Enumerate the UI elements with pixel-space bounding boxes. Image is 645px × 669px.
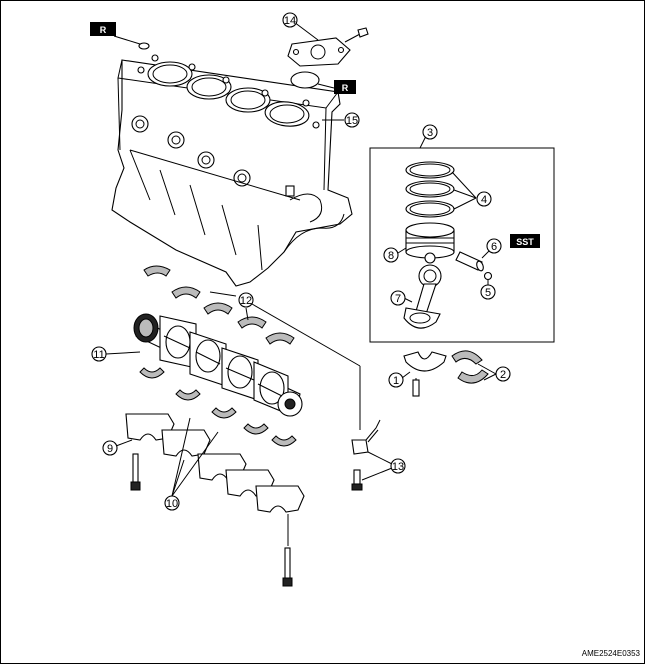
sst-tag-label: SST xyxy=(516,237,534,247)
callout-10: 10 xyxy=(166,498,178,510)
callout-12: 12 xyxy=(240,295,252,307)
oil-jet xyxy=(351,419,381,491)
piston-rings xyxy=(405,161,455,218)
replace-marker-right: R xyxy=(334,80,356,94)
callout-8: 8 xyxy=(388,250,394,262)
main-bearing-upper-halves xyxy=(143,265,295,345)
main-bearing-bolt-short xyxy=(130,453,141,491)
callout-11: 11 xyxy=(93,349,104,361)
callout-15: 15 xyxy=(346,115,358,127)
callout-3: 3 xyxy=(427,127,433,139)
callout-5: 5 xyxy=(485,287,491,299)
callout-2: 2 xyxy=(500,369,506,381)
callout-7: 7 xyxy=(395,293,401,305)
callout-14: 14 xyxy=(284,15,296,27)
replace-tag-label: R xyxy=(342,83,349,93)
cylinder-block xyxy=(111,54,353,287)
snap-ring xyxy=(483,271,493,281)
piston xyxy=(405,222,455,264)
oil-passage-cover xyxy=(287,27,369,67)
callout-4: 4 xyxy=(481,194,487,206)
connecting-rod xyxy=(403,264,442,329)
piston-assembly-box xyxy=(369,147,555,343)
special-tool-marker: SST xyxy=(510,234,540,248)
oring-large xyxy=(290,71,320,89)
replace-tag-label: R xyxy=(100,25,107,35)
connecting-rod-cap xyxy=(403,351,447,397)
callout-9: 9 xyxy=(107,443,113,455)
callout-6: 6 xyxy=(491,241,497,253)
main-bearing-lower-halves xyxy=(139,367,297,447)
crankshaft xyxy=(133,313,303,417)
callout-13: 13 xyxy=(392,461,404,473)
piston-pin xyxy=(455,251,483,271)
replace-marker-top: R xyxy=(90,22,116,36)
connecting-rod-bearings xyxy=(451,350,489,384)
callout-1: 1 xyxy=(393,375,399,387)
main-bearing-bolt-long xyxy=(282,514,293,587)
figure-code: AME2524E0353 xyxy=(582,649,641,658)
oring-small xyxy=(138,42,150,50)
main-bearing-caps xyxy=(125,413,305,513)
